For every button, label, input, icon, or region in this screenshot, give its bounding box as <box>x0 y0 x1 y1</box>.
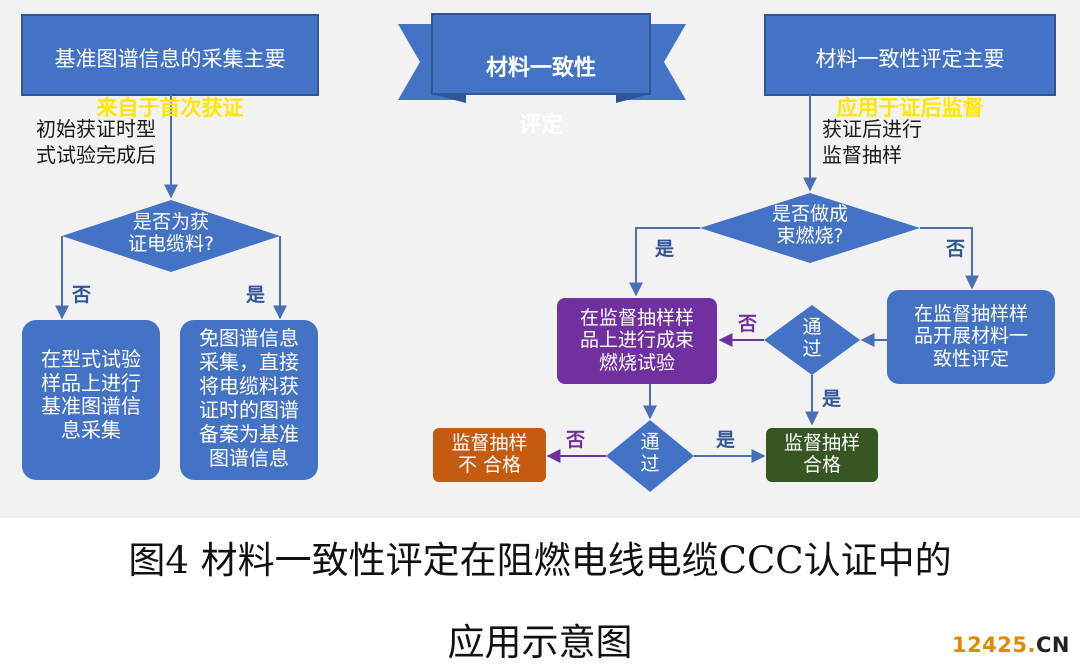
pass-box <box>766 428 878 482</box>
center-banner-text: 材料一致性 评定 <box>432 26 650 169</box>
blue-right-box-text: 在监督抽样样 品开展材料一 致性评定 <box>913 303 1028 370</box>
left-header-line2: 来自于首次获证 <box>96 96 244 121</box>
right-decision-text: 是否做成 束燃烧? <box>771 203 848 248</box>
center-banner-line2: 评定 <box>518 112 563 138</box>
right-step-label: 获证后进行 监督抽样 <box>822 117 922 167</box>
right-header-text: 材料一致性评定主要 应用于证后监督 <box>765 22 1055 146</box>
right-header-box <box>764 14 1056 96</box>
right-header-line1: 材料一致性评定主要 <box>815 46 1005 71</box>
left-box-no <box>22 320 160 480</box>
arrow-right-no <box>920 227 979 290</box>
purple-box-text: 在监督抽样样 品上进行成束 燃烧试验 <box>579 307 694 374</box>
right-header-line2: 应用于证后监督 <box>836 96 984 121</box>
pass-diamond-bottom <box>606 420 694 492</box>
left-header-text: 基准图谱信息的采集主要 来自于首次获证 <box>22 22 318 146</box>
fail-box-text: 监督抽样 不 合格 <box>451 432 528 477</box>
pass-bottom-yes-label: 是 <box>716 429 736 451</box>
purple-box <box>557 298 717 384</box>
watermark-digits: 12425 <box>951 633 1028 657</box>
watermark: 12425.CN <box>952 633 1070 657</box>
left-box-yes-text: 免图谱信息 采集，直接 将电缆料获 证时的图谱 备案为基准 图谱信息 <box>199 326 299 470</box>
fail-box <box>433 428 546 482</box>
left-no-label: 否 <box>72 284 92 306</box>
figure-caption-line2: 应用示意图 <box>447 621 633 664</box>
pass-right-no-label: 否 <box>738 313 758 335</box>
flowchart-shapes <box>21 13 1056 492</box>
pass-diamond-right-text: 通 过 <box>802 316 822 361</box>
left-header-line1: 基准图谱信息的采集主要 <box>54 46 286 71</box>
blue-right-box <box>887 290 1055 384</box>
watermark-dot: . <box>1027 633 1036 657</box>
left-decision-text: 是否为获 证电缆料? <box>127 211 215 256</box>
pass-right-yes-label: 是 <box>822 388 842 410</box>
left-decision-diamond <box>62 200 280 272</box>
left-yes-label: 是 <box>246 284 266 306</box>
figure-caption-line1: 图4 材料一致性评定在阻燃电线电缆CCC认证中的 <box>128 539 952 582</box>
left-box-yes <box>180 320 318 480</box>
pass-diamond-right <box>764 305 860 375</box>
right-decision-diamond <box>700 193 920 263</box>
right-no-label: 否 <box>946 238 966 260</box>
left-header-box <box>21 14 319 96</box>
pass-box-text: 监督抽样 合格 <box>783 432 860 477</box>
watermark-tld: CN <box>1036 633 1070 657</box>
center-banner-line1: 材料一致性 <box>485 55 596 81</box>
left-step-label: 初始获证时型 式试验完成后 <box>36 117 156 167</box>
left-box-no-text: 在型式试验 样品上进行 基准图谱信 息采集 <box>41 347 141 442</box>
right-yes-label: 是 <box>655 238 675 260</box>
center-banner-ribbon <box>398 13 686 103</box>
pass-bottom-no-label: 否 <box>566 429 586 451</box>
arrow-right-yes <box>629 227 700 297</box>
pass-diamond-bottom-text: 通 过 <box>640 431 660 476</box>
